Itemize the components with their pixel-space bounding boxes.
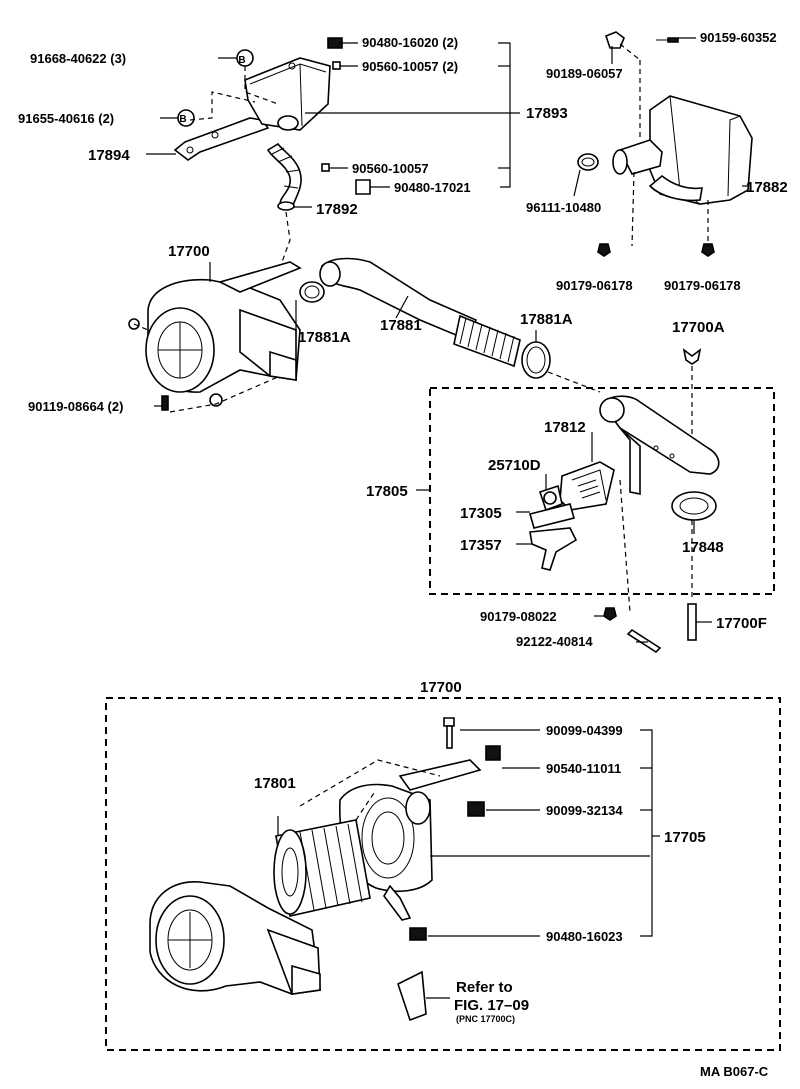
label-17881: 17881 [380, 317, 422, 334]
nut-90179-06178b [701, 243, 715, 257]
grommet-90480-16023 [409, 927, 427, 941]
duct-17700A [600, 395, 720, 475]
stud-17700F [687, 603, 697, 641]
label-17894: 17894 [88, 147, 130, 164]
grommet-90099-32134 [467, 801, 485, 817]
label-17882: 17882 [746, 179, 788, 196]
label-17705: 17705 [664, 829, 706, 846]
label-96111: 96111-10480 [526, 200, 601, 215]
grommet-90480-17021 [355, 179, 371, 195]
bolt-90119 [161, 395, 169, 411]
label-90480-16020: 90480-16020 (2) [362, 35, 458, 50]
grommet-90480-16020 [327, 37, 343, 49]
label-90560-10057b: 90560-10057 (2) [362, 59, 458, 74]
label-17881A-a: 17881A [298, 329, 351, 346]
air-cleaner-top [128, 261, 325, 413]
label-90179-06178a: 90179-06178 [556, 278, 633, 293]
bolt-90099-04399 [443, 717, 455, 727]
label-17848: 17848 [682, 539, 724, 556]
label-90540: 90540-11011 [546, 761, 621, 776]
label-17881A-b: 17881A [520, 311, 573, 328]
intake-duct-group [573, 31, 753, 257]
label-17700-top: 17700 [168, 243, 210, 260]
nut-90179-08022 [603, 607, 617, 621]
nut-90179-06178a [597, 243, 611, 257]
label-90189: 90189-06057 [546, 66, 623, 81]
label-90480-17021: 90480-17021 [394, 180, 471, 195]
box-17805 [429, 387, 775, 595]
studs-group [594, 603, 712, 654]
resonator-17893 [244, 57, 331, 131]
label-90560-10057: 90560-10057 [352, 161, 429, 176]
valve-17812 [559, 461, 615, 511]
label-17892: 17892 [316, 201, 358, 218]
clamp-96111 [577, 153, 599, 171]
clip-90189 [605, 31, 625, 49]
label-90159: 90159-60352 [700, 30, 777, 45]
label-92122: 92122-40814 [516, 634, 593, 649]
clamp-17881A-a [299, 281, 325, 303]
label-17700-bot: 17700 [420, 679, 462, 696]
label-91668: 91668-40622 (3) [30, 51, 126, 66]
label-91655: 91655-40616 (2) [18, 111, 114, 126]
air-cleaner-exploded [105, 697, 781, 1051]
label-25710D: 25710D [488, 457, 541, 474]
nut-90560-10057b [332, 61, 341, 70]
resonator-group [146, 37, 520, 263]
box-17700 [105, 697, 781, 1051]
label-17801: 17801 [254, 775, 296, 792]
wingnut-17700A [682, 348, 702, 365]
gasket-17848 [671, 491, 717, 521]
label-90480-16023: 90480-16023 [546, 929, 623, 944]
label-callout-b2: B [179, 114, 186, 125]
label-90119: 90119-08664 (2) [28, 399, 123, 414]
label-17305: 17305 [460, 505, 502, 522]
duct-assembly-17805 [416, 348, 775, 613]
label-90179-08022: 90179-08022 [480, 609, 557, 624]
refer-icon [397, 970, 427, 1022]
labels: 91668-40622 (3) B 91655-40616 (2) B 1789… [18, 30, 788, 1079]
hose-17881-group [319, 257, 601, 393]
label-17700A: 17700A [672, 319, 725, 336]
label-callout-b1: B [238, 55, 245, 66]
label-90099-04399: 90099-04399 [546, 723, 623, 738]
label-17805: 17805 [366, 483, 408, 500]
label-refer-line3: (PNC 17700C) [456, 1014, 515, 1024]
label-code: MA B067-C [700, 1064, 769, 1079]
grommet-90540 [485, 745, 501, 761]
label-90179-06178b: 90179-06178 [664, 278, 741, 293]
stud-92122 [626, 628, 662, 654]
gasket-17305 [529, 503, 575, 529]
duct-neck [618, 139, 663, 175]
label-17357: 17357 [460, 537, 502, 554]
label-refer-line1: Refer to [456, 979, 513, 996]
label-17812: 17812 [544, 419, 586, 436]
label-17893: 17893 [526, 105, 568, 122]
label-90099-32134: 90099-32134 [546, 803, 623, 818]
nut-90560-10057 [321, 163, 330, 172]
bolt-90159 [667, 37, 679, 43]
label-refer-line2: FIG. 17–09 [454, 997, 529, 1014]
bracket-17357 [529, 527, 578, 571]
label-17700F: 17700F [716, 615, 767, 632]
